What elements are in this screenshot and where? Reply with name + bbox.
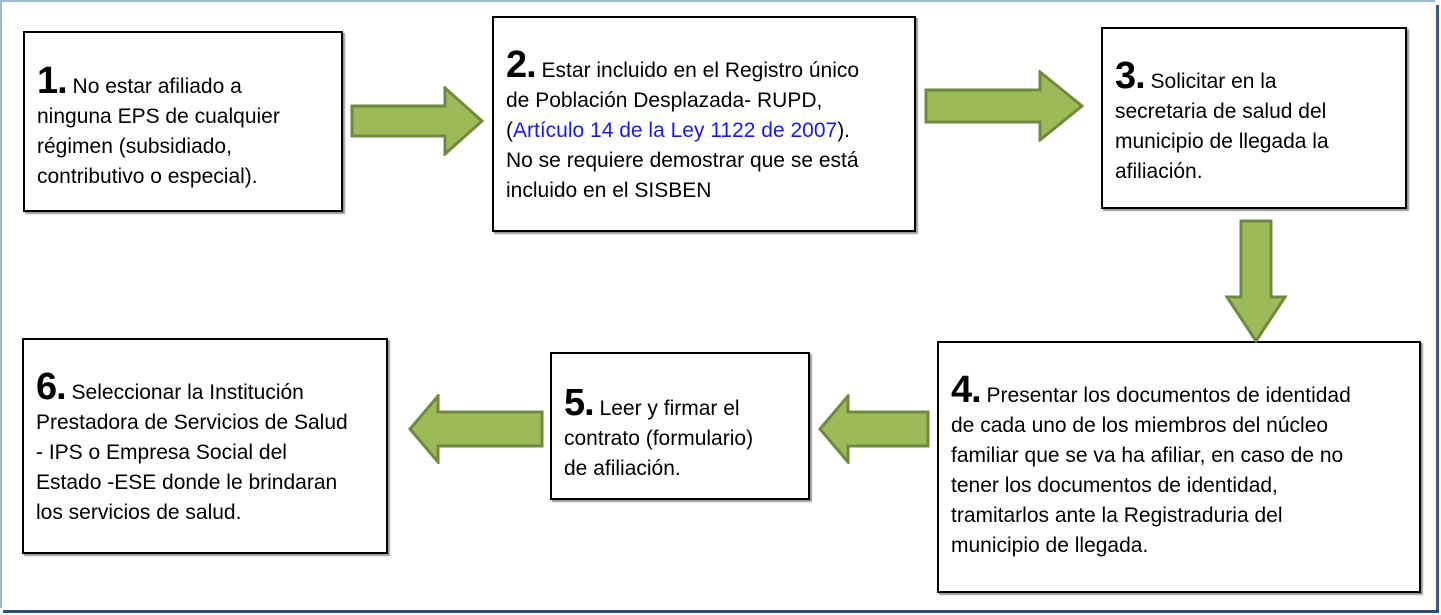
frame-border-right (1436, 5, 1439, 611)
step-2-line-1: 2. Estar incluido en el Registro único (506, 44, 860, 86)
step-1-line-3: régimen (subsidiado, (37, 135, 232, 158)
step-2-line-2: de Población Desplazada- RUPD, (506, 89, 823, 112)
step-number: 4. (951, 369, 982, 411)
frame-border-top (0, 0, 1435, 2)
step-4-box: 4. Presentar los documentos de identidad… (937, 341, 1421, 593)
step-1-box: 1. No estar afiliado a ninguna EPS de cu… (23, 31, 343, 212)
law-reference-link[interactable]: Artículo 14 de la Ley 1122 de 2007 (513, 119, 838, 142)
step-6-line-5: los servicios de salud. (36, 501, 242, 524)
arrow-left-icon (818, 394, 930, 464)
step-1-line-4: contributivo o especial). (37, 165, 258, 188)
step-5-box: 5. Leer y firmar el contrato (formulario… (550, 352, 810, 500)
step-2-line-5: incluido en el SISBEN (506, 179, 712, 202)
step-number: 6. (36, 366, 67, 408)
step-4-line-6: municipio de llegada. (951, 534, 1149, 557)
step-6-box: 6. Seleccionar la Institución Prestadora… (22, 338, 388, 554)
step-4-line-2: de cada uno de los miembros del núcleo (951, 414, 1329, 437)
step-number: 1. (37, 60, 68, 102)
step-3-line-1: 3. Solicitar en la (1115, 55, 1277, 97)
step-6-line-4: Estado -ESE donde le brindaran (36, 471, 338, 494)
step-number: 2. (506, 44, 537, 86)
step-4-line-3: familiar que se va ha afiliar, en caso d… (951, 444, 1344, 467)
arrow-right-icon (924, 70, 1085, 142)
step-number: 3. (1115, 55, 1146, 97)
step-1-line-2: ninguna EPS de cualquier (37, 105, 280, 128)
arrow-down-icon (1225, 219, 1287, 343)
step-6-line-3: - IPS o Empresa Social del (36, 441, 287, 464)
step-5-line-1: 5. Leer y firmar el (564, 382, 740, 424)
step-2-line-3: (Artículo 14 de la Ley 1122 de 2007). (506, 119, 851, 142)
step-3-line-2: secretaria de salud del (1115, 100, 1327, 123)
step-5-line-3: de afiliación. (564, 457, 681, 480)
step-3-line-3: municipio de llegada la (1115, 130, 1329, 153)
frame-border-bottom (3, 610, 1439, 613)
step-6-line-2: Prestadora de Servicios de Salud (36, 411, 348, 434)
frame-border-left (0, 0, 2, 608)
arrow-right-icon (350, 86, 485, 156)
step-6-line-1: 6. Seleccionar la Institución (36, 366, 304, 408)
step-3-line-4: afiliación. (1115, 160, 1203, 183)
step-4-line-1: 4. Presentar los documentos de identidad (951, 369, 1351, 411)
step-4-line-4: tener los documentos de identidad, (951, 474, 1278, 497)
step-number: 5. (564, 382, 595, 424)
step-3-box: 3. Solicitar en la secretaria de salud d… (1101, 27, 1407, 209)
step-5-line-2: contrato (formulario) (564, 427, 754, 450)
step-2-box: 2. Estar incluido en el Registro único d… (492, 16, 916, 232)
step-4-line-5: tramitarlos ante la Registraduria del (951, 504, 1283, 527)
step-1-line-1: 1. No estar afiliado a (37, 60, 242, 102)
arrow-left-icon (408, 394, 544, 464)
step-2-line-4: No se requiere demostrar que se está (506, 149, 859, 172)
